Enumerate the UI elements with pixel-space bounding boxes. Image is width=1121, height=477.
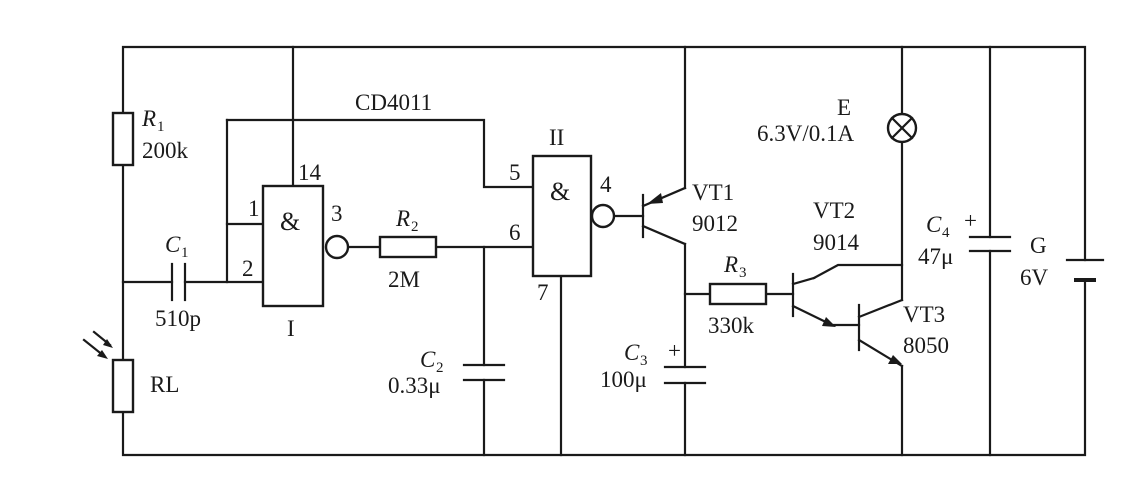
c2-subscript: 2: [436, 360, 444, 376]
r1-value: 200k: [142, 138, 189, 163]
vt2-model: 9014: [813, 230, 860, 255]
r3-value: 330k: [708, 313, 755, 338]
vt1-model: 9012: [692, 211, 738, 236]
r3-subscript: 3: [739, 265, 747, 281]
c3-subscript: 3: [640, 353, 648, 369]
c3-letter: C: [624, 340, 640, 365]
gate-1-pin14: 14: [298, 160, 322, 185]
r1-subscript: 1: [157, 119, 165, 135]
c4-subscript: 4: [942, 225, 950, 241]
transistor-vt3: [857, 298, 904, 368]
feedback-wire: [225, 118, 535, 189]
lamp-icon: [886, 112, 918, 144]
r1-letter: R: [141, 106, 156, 131]
c3-polarity: +: [668, 338, 681, 363]
r2-letter: R: [395, 206, 410, 231]
rl-label: RL: [150, 372, 179, 397]
vt3-model: 8050: [903, 333, 949, 358]
resistor-r2: [378, 235, 438, 259]
resistor-r3: [708, 282, 768, 306]
battery-voltage: 6V: [1020, 265, 1049, 290]
c4-letter: C: [926, 212, 942, 237]
top-rail-wire: [121, 45, 1087, 262]
c3-value: 100μ: [600, 367, 647, 392]
c2-value: 0.33μ: [388, 373, 441, 398]
gate-2-symbol: &: [550, 177, 570, 206]
lamp-name: E: [837, 95, 851, 120]
transistor-vt1: [641, 186, 687, 246]
wires: [121, 45, 1087, 457]
vt1-emitter-arrow-icon: [647, 193, 663, 204]
vt2-collector-wire: [812, 263, 904, 280]
gate-2-pin6: 6: [509, 220, 521, 245]
gate-2-inverter-bubble: [590, 203, 616, 229]
vt1-name: VT1: [692, 180, 734, 205]
gate-2-pin4: 4: [600, 172, 612, 197]
r2-value: 2M: [388, 267, 420, 292]
r3-letter: R: [723, 252, 738, 277]
resistor-r1: [111, 111, 135, 167]
battery-icon: [1065, 258, 1105, 282]
nand-gate-1: [261, 184, 325, 308]
gate-2-pin5: 5: [509, 160, 521, 185]
battery-name: G: [1030, 233, 1047, 258]
c4-polarity: +: [964, 208, 977, 233]
c4-value: 47μ: [918, 244, 953, 269]
r2-subscript: 2: [411, 219, 419, 235]
photoresistor-rl: [111, 358, 135, 414]
light-arrows-icon: [82, 330, 113, 359]
c1-letter: C: [165, 232, 181, 257]
bottom-rail-wire: [121, 278, 1087, 457]
transistor-vt2: [791, 272, 861, 327]
vt2-name: VT2: [813, 198, 855, 223]
c1-value: 510p: [155, 306, 201, 331]
c2-letter: C: [420, 347, 436, 372]
gate-1-pin1: 1: [248, 196, 260, 221]
gate-1-pin3: 3: [331, 201, 343, 226]
gate-2-label: II: [549, 125, 564, 150]
gate-2-pin7: 7: [537, 280, 549, 305]
nand-gate-2: [531, 154, 593, 278]
vt3-emitter-arrow-icon: [888, 355, 902, 364]
gate-1-inverter-bubble: [324, 234, 350, 260]
gate-1-pin2: 2: [242, 256, 254, 281]
gate-1-label: I: [287, 316, 295, 341]
c1-subscript: 1: [181, 245, 189, 261]
lamp-rating: 6.3V/0.1A: [757, 121, 855, 146]
vt3-name: VT3: [903, 302, 945, 327]
gate-1-symbol: &: [280, 207, 300, 236]
chip-label: CD4011: [355, 90, 432, 115]
